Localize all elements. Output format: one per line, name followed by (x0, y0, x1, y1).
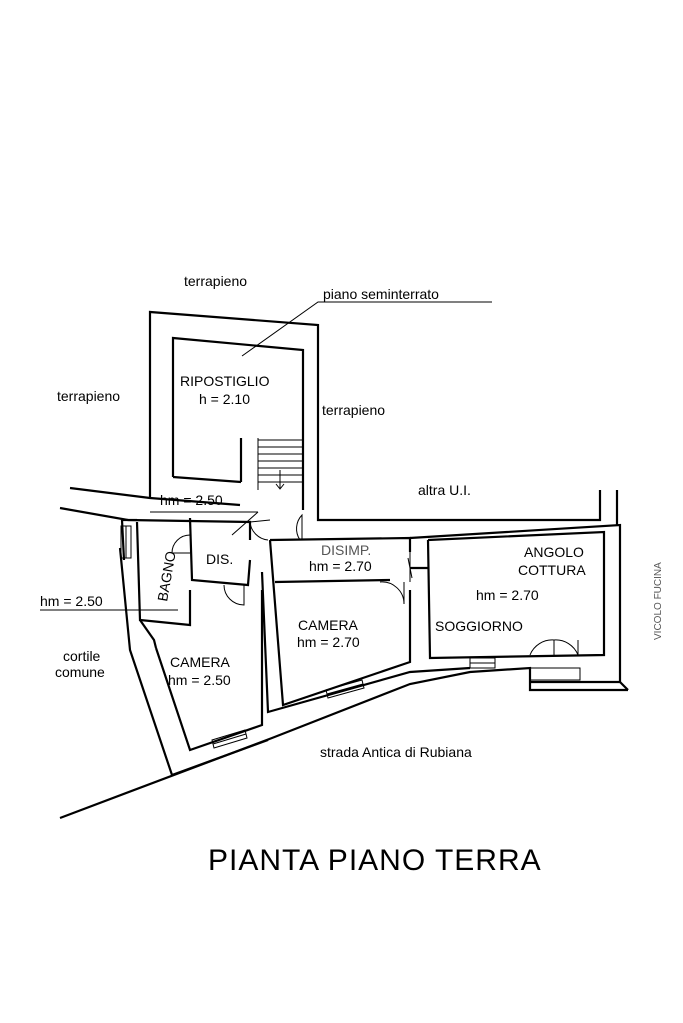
doors (171, 513, 579, 656)
vicolo-corner (619, 681, 629, 691)
bagno-wall (135, 521, 192, 627)
soggiorno-outer-wall (409, 523, 622, 684)
disimp-wall (269, 536, 412, 552)
window-camera-mid (325, 679, 365, 699)
label-vicolo: VICOLO FUCINA (653, 562, 664, 640)
camera-left-wall (154, 590, 264, 752)
soggiorno-inner-wall (426, 530, 606, 660)
label-dis: DIS. (206, 551, 233, 567)
label-altra-ui: altra U.I. (418, 482, 471, 498)
ripostiglio-inner-wall (171, 336, 305, 510)
label-soggiorno: SOGGIORNO (435, 618, 523, 634)
ripostiglio-bottom-wall (172, 475, 242, 484)
bagno-window-edge (120, 519, 126, 561)
camera-mid-wall (268, 539, 412, 707)
street-line (59, 666, 628, 820)
plan-title: PIANTA PIANO TERRA (208, 844, 542, 877)
left-corner-wall (139, 619, 158, 649)
label-disimp: DISIMP. (321, 542, 371, 558)
label-cottura: COTTURA (518, 562, 586, 578)
walls (59, 310, 629, 777)
door-soggiorno (407, 557, 413, 579)
ripostiglio-outer-wall (148, 310, 602, 522)
door-stair (249, 519, 271, 541)
label-hm-bagno: hm = 2.50 (40, 593, 103, 609)
label-hm-dis: hm = 2.50 (160, 492, 223, 508)
french-door-right (553, 639, 579, 656)
outer-front-wall (260, 571, 471, 714)
windows (120, 525, 581, 749)
left-upper-wall-inner (59, 506, 252, 540)
leader-seminterrato (241, 301, 492, 357)
french-door-left (529, 639, 555, 656)
disimp-lower-wall (274, 578, 391, 584)
door-bagno (171, 534, 191, 554)
label-camera-left-hm: hm = 2.50 (168, 672, 231, 688)
label-terrapieno-right: terrapieno (322, 402, 385, 418)
door-camera-left (223, 584, 245, 606)
door-camera-mid (379, 581, 405, 605)
label-camera-left: CAMERA (170, 654, 231, 670)
label-bagno: BAGNO (154, 550, 179, 603)
leader-hm-dis-tip (231, 511, 259, 536)
label-camera-mid-hm: hm = 2.70 (297, 634, 360, 650)
label-soggiorno-hm: hm = 2.70 (476, 587, 539, 603)
entry-step (529, 667, 581, 681)
label-ripostiglio-h: h = 2.10 (199, 391, 250, 407)
label-terrapieno-top: terrapieno (184, 273, 247, 289)
stair (257, 438, 302, 490)
leaders (40, 301, 492, 611)
label-cortile: cortile (63, 648, 101, 664)
door-ripostiglio (296, 513, 303, 541)
label-comune: comune (55, 664, 105, 680)
label-ripostiglio: RIPOSTIGLIO (180, 373, 270, 389)
label-strada: strada Antica di Rubiana (320, 744, 472, 760)
left-upper-wall (69, 486, 241, 507)
label-angolo: ANGOLO (524, 544, 584, 560)
label-terrapieno-left: terrapieno (57, 388, 120, 404)
label-disimp-hm: hm = 2.70 (309, 558, 372, 574)
window-camera-left (211, 729, 248, 749)
label-camera-mid: CAMERA (298, 617, 359, 633)
dis-wall (188, 517, 252, 587)
label-piano-seminterrato: piano seminterrato (323, 286, 439, 302)
